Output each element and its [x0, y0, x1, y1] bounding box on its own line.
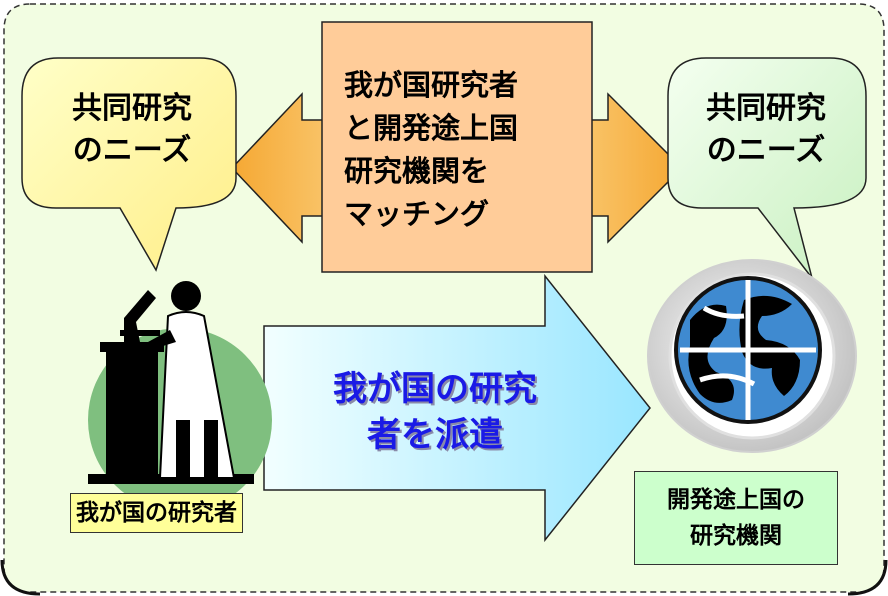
center-line-4: マッチング — [344, 197, 490, 231]
right-bubble-line-1: 共同研究 — [706, 91, 826, 126]
right-bubble-line-2: のニーズ — [706, 133, 826, 168]
dispatch-arrow — [263, 273, 651, 543]
frame-corner-bottom-left — [0, 559, 41, 596]
dispatch-line-2: 者を派遣 — [367, 415, 503, 455]
right-speech-bubble — [667, 57, 867, 279]
frame-corner-bottom-right — [847, 559, 888, 596]
center-line-2: と開発途上国 — [344, 111, 519, 145]
researcher-label: 我が国の研究者 — [70, 493, 243, 533]
left-speech-bubble — [21, 57, 237, 272]
dispatch-arrow-text: 我が国の研究 者を派遣 — [290, 366, 580, 458]
institution-line-2: 研究機関 — [690, 523, 782, 549]
institution-line-1: 開発途上国の — [667, 487, 805, 513]
left-bubble-text: 共同研究 のニーズ — [42, 88, 222, 172]
center-line-1: 我が国研究者 — [344, 68, 519, 102]
right-bubble-text: 共同研究 のニーズ — [676, 88, 856, 172]
center-box-text: 我が国研究者 と開発途上国 研究機関を マッチング — [344, 64, 580, 236]
scientist-with-microscope-icon — [88, 281, 254, 484]
institution-label: 開発途上国の 研究機関 — [634, 471, 838, 565]
dispatch-line-1: 我が国の研究 — [333, 369, 537, 409]
center-line-3: 研究機関を — [344, 154, 490, 188]
left-bubble-line-2: のニーズ — [72, 133, 192, 168]
left-bubble-line-1: 共同研究 — [72, 91, 192, 126]
globe-emblem-icon — [647, 259, 857, 453]
center-box — [321, 21, 593, 273]
